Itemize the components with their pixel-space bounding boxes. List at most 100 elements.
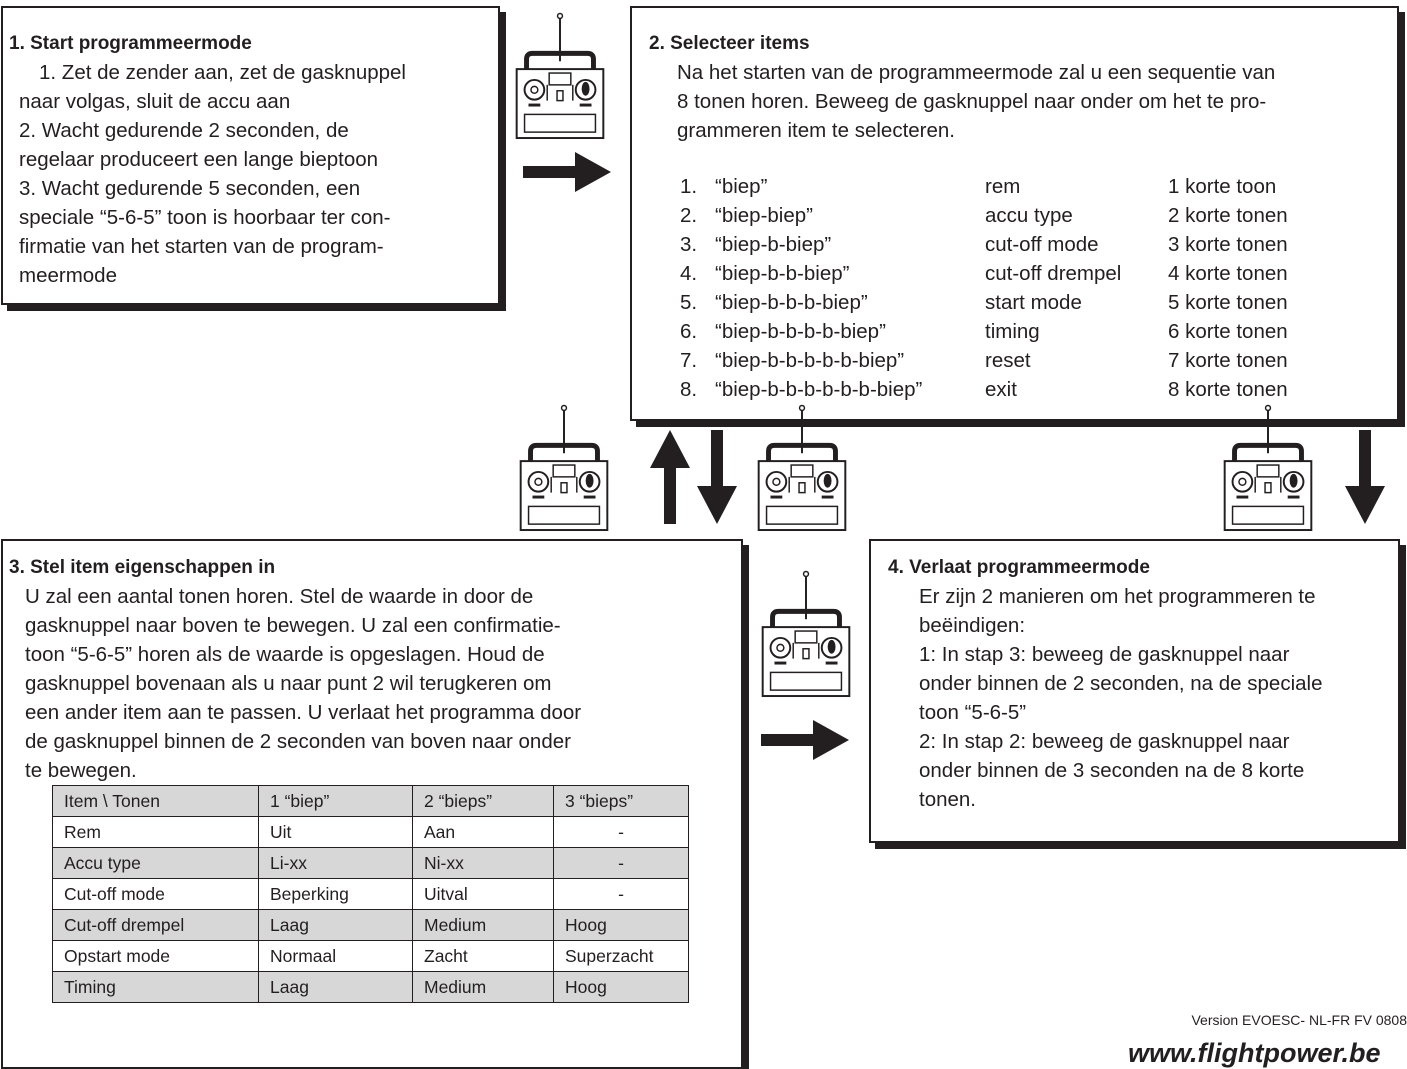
table-header-row: Item \ Tonen 1 “biep” 2 “bieps” 3 “bieps… bbox=[52, 785, 689, 817]
item-sound: “biep-biep” bbox=[715, 204, 813, 227]
item-name: exit bbox=[985, 378, 1017, 401]
step4-line: 1: In stap 3: beweeg de gasknuppel naar bbox=[919, 643, 1290, 666]
step2-box: 2. Selecteer items Na het starten van de… bbox=[630, 6, 1399, 421]
table-cell: Timing bbox=[52, 971, 259, 1003]
transmitter-icon bbox=[518, 404, 610, 532]
arrow-right-icon bbox=[523, 152, 611, 192]
item-name: start mode bbox=[985, 291, 1082, 314]
item-name: timing bbox=[985, 320, 1040, 343]
step3-line: U zal een aantal tonen horen. Stel de wa… bbox=[25, 585, 534, 608]
table-cell: Uit bbox=[258, 816, 413, 848]
item-name: accu type bbox=[985, 204, 1073, 227]
step1-line: speciale “5-6-5” toon is hoorbaar ter co… bbox=[19, 206, 391, 229]
item-sound: “biep-b-b-b-b-b-b-biep” bbox=[715, 378, 923, 401]
item-num: 6. bbox=[680, 320, 698, 343]
step4-text: Er zijn 2 manieren om het programmeren t… bbox=[919, 582, 1322, 814]
item-name: cut-off drempel bbox=[985, 262, 1122, 285]
item-tones: 8 korte tonen bbox=[1168, 378, 1288, 401]
step3-line: gasknuppel bovenaan als u naar punt 2 wi… bbox=[25, 672, 552, 695]
transmitter-icon bbox=[760, 570, 852, 698]
table-row: Timing Laag Medium Hoog bbox=[52, 971, 689, 1003]
item-sound: “biep-b-b-b-b-biep” bbox=[715, 320, 886, 343]
step1-line: 1. Zet de zender aan, zet de gasknuppel bbox=[39, 61, 406, 84]
step1-line: meermode bbox=[19, 264, 117, 287]
step1-line: naar volgas, sluit de accu aan bbox=[19, 90, 291, 113]
table-row: Rem Uit Aan - bbox=[52, 816, 689, 848]
step3-box: 3. Stel item eigenschappen in U zal een … bbox=[1, 539, 743, 1069]
table-cell: Zacht bbox=[412, 940, 554, 972]
step2-line: grammeren item te selecteren. bbox=[677, 119, 956, 142]
version-text: Version EVOESC- NL-FR FV 0808 bbox=[1191, 1012, 1407, 1028]
table-cell: Hoog bbox=[553, 971, 689, 1003]
table-cell: Medium bbox=[412, 909, 554, 941]
step3-line: te bewegen. bbox=[25, 759, 137, 782]
item-tones: 6 korte tonen bbox=[1168, 320, 1288, 343]
item-sound: “biep” bbox=[715, 175, 768, 198]
step3-line: toon “5-6-5” horen als de waarde is opge… bbox=[25, 643, 545, 666]
step4-line: Er zijn 2 manieren om het programmeren t… bbox=[919, 585, 1316, 608]
step4-line: tonen. bbox=[919, 788, 976, 811]
step2-line: Na het starten van de programmeermode za… bbox=[677, 61, 1276, 84]
step1-box: 1. Start programmeermode 1. Zet de zende… bbox=[1, 6, 500, 305]
table-cell: - bbox=[553, 816, 689, 848]
item-num: 3. bbox=[680, 233, 698, 256]
step4-line: 2: In stap 2: beweeg de gasknuppel naar bbox=[919, 730, 1290, 753]
item-tones: 4 korte tonen bbox=[1168, 262, 1288, 285]
table-cell: Rem bbox=[52, 816, 259, 848]
step4-line: onder binnen de 3 seconden na de 8 korte bbox=[919, 759, 1305, 782]
item-num: 4. bbox=[680, 262, 698, 285]
table-cell: Normaal bbox=[258, 940, 413, 972]
item-tones: 7 korte tonen bbox=[1168, 349, 1288, 372]
step1-text: 1. Zet de zender aan, zet de gasknuppel … bbox=[19, 58, 406, 290]
step2-text: Na het starten van de programmeermode za… bbox=[677, 58, 1275, 145]
transmitter-icon bbox=[756, 404, 848, 532]
item-name: reset bbox=[985, 349, 1031, 372]
table-row: Cut-off mode Beperking Uitval - bbox=[52, 878, 689, 910]
step3-title: 3. Stel item eigenschappen in bbox=[9, 557, 276, 578]
item-num: 2. bbox=[680, 204, 698, 227]
arrow-right-icon bbox=[761, 720, 849, 760]
step3-text: U zal een aantal tonen horen. Stel de wa… bbox=[25, 582, 581, 785]
website-url[interactable]: www.flightpower.be bbox=[1128, 1038, 1381, 1068]
table-cell: Aan bbox=[412, 816, 554, 848]
step3-line: een ander item aan te passen. U verlaat … bbox=[25, 701, 582, 724]
table-cell: Li-xx bbox=[258, 847, 413, 879]
table-cell: Cut-off mode bbox=[52, 878, 259, 910]
step1-line: firmatie van het starten van de program- bbox=[19, 235, 384, 258]
table-row: Cut-off drempel Laag Medium Hoog bbox=[52, 909, 689, 941]
item-sound: “biep-b-b-b-biep” bbox=[715, 291, 868, 314]
table-header: Item \ Tonen bbox=[52, 785, 259, 817]
item-num: 8. bbox=[680, 378, 698, 401]
item-name: rem bbox=[985, 175, 1021, 198]
item-tones: 2 korte tonen bbox=[1168, 204, 1288, 227]
step3-line: de gasknuppel binnen de 2 seconden van b… bbox=[25, 730, 571, 753]
table-cell: Hoog bbox=[553, 909, 689, 941]
step1-line: regelaar produceert een lange bieptoon bbox=[19, 148, 379, 171]
step2-line: 8 tonen horen. Beweeg de gasknuppel naar… bbox=[677, 90, 1267, 113]
item-tones: 3 korte tonen bbox=[1168, 233, 1288, 256]
item-num: 1. bbox=[680, 175, 698, 198]
item-tones: 5 korte tonen bbox=[1168, 291, 1288, 314]
step4-line: beëindigen: bbox=[919, 614, 1026, 637]
arrow-down-icon bbox=[697, 430, 737, 524]
item-sound: “biep-b-biep” bbox=[715, 233, 832, 256]
table-cell: Medium bbox=[412, 971, 554, 1003]
table-header: 2 “bieps” bbox=[412, 785, 554, 817]
table-cell: Cut-off drempel bbox=[52, 909, 259, 941]
item-tones: 1 korte toon bbox=[1168, 175, 1277, 198]
table-cell: Beperking bbox=[258, 878, 413, 910]
item-num: 7. bbox=[680, 349, 698, 372]
table-cell: - bbox=[553, 847, 689, 879]
table-cell: Uitval bbox=[412, 878, 554, 910]
transmitter-icon bbox=[514, 12, 606, 140]
step3-line: gasknuppel naar boven te bewegen. U zal … bbox=[25, 614, 561, 637]
table-cell: Ni-xx bbox=[412, 847, 554, 879]
table-cell: Laag bbox=[258, 909, 413, 941]
item-num: 5. bbox=[680, 291, 698, 314]
table-header: 3 “bieps” bbox=[553, 785, 689, 817]
arrow-up-icon bbox=[650, 430, 690, 524]
step4-box: 4. Verlaat programmeermode Er zijn 2 man… bbox=[869, 539, 1400, 843]
properties-table: Item \ Tonen 1 “biep” 2 “bieps” 3 “bieps… bbox=[52, 785, 689, 1003]
step2-title: 2. Selecteer items bbox=[649, 33, 810, 54]
step1-line: 3. Wacht gedurende 5 seconden, een bbox=[19, 177, 361, 200]
